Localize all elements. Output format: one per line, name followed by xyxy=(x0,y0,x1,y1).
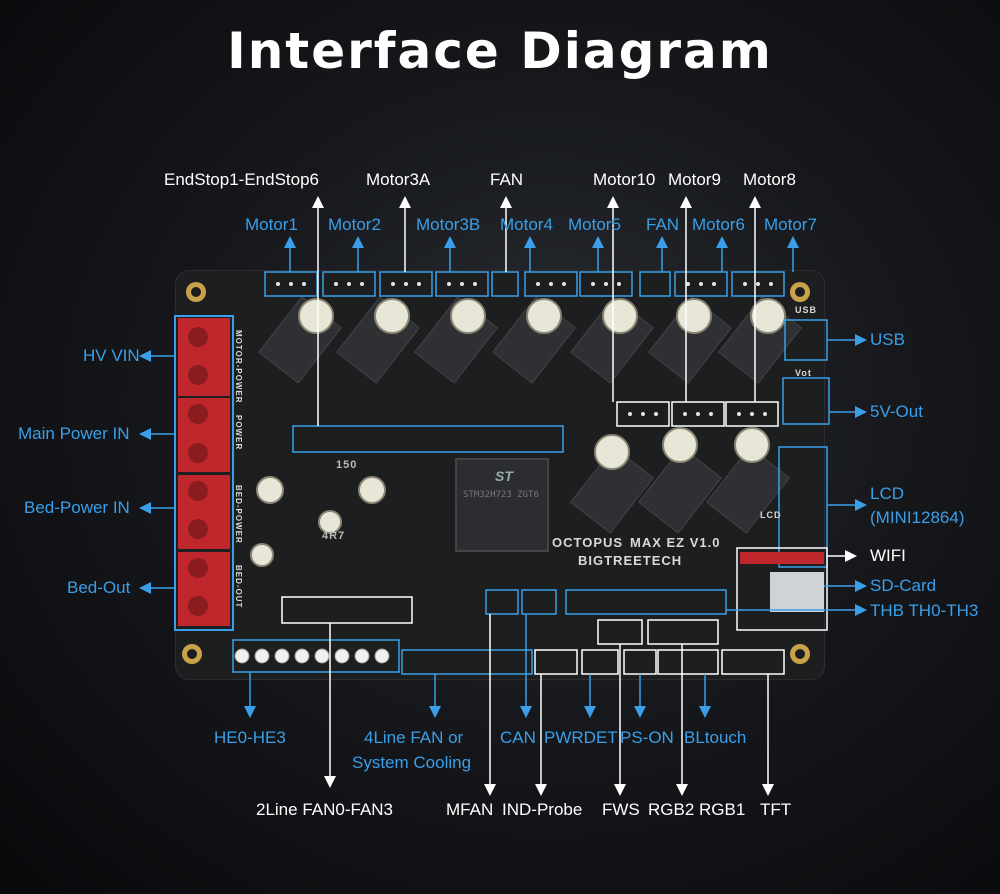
label-fan4-line1: 4Line FAN or xyxy=(364,728,464,747)
label-tft: TFT xyxy=(760,800,792,819)
label-he: HE0-HE3 xyxy=(214,728,286,747)
terminal-motor-power-label: MOTOR-POWER xyxy=(234,330,243,404)
terminal-bed-out-label: BED-OUT xyxy=(234,565,243,609)
label-mfan: MFAN xyxy=(446,800,494,819)
label-5v-out: 5V-Out xyxy=(870,402,923,421)
board-brand: OCTOPUS xyxy=(552,535,624,550)
lcd-silk: LCD xyxy=(760,510,782,520)
label-lcd-sub: (MINI12864) xyxy=(870,508,965,527)
terminal-bed-power-label: BED-POWER xyxy=(234,485,243,544)
vot-silk: Vot xyxy=(795,368,812,378)
label-usb: USB xyxy=(870,330,905,349)
label-hv-vin: HV VIN xyxy=(83,346,140,365)
label-can: CAN xyxy=(500,728,536,747)
terminal-power-label: POWER xyxy=(234,415,243,451)
label-motor2: Motor2 xyxy=(328,215,381,234)
label-2line-fan: 2Line FAN0-FAN3 xyxy=(256,800,394,819)
label-motor1: Motor1 xyxy=(245,215,298,234)
usb-silk: USB xyxy=(795,305,818,315)
label-motor9: Motor9 xyxy=(668,170,721,189)
label-pwrdet: PWRDET xyxy=(544,728,618,747)
label-motor5: Motor5 xyxy=(568,215,621,234)
inductor-4r7-marking: 4R7 xyxy=(322,530,346,542)
mcu-chip: ST STM32H723 ZGT6 xyxy=(455,458,549,552)
label-lcd: LCD xyxy=(870,484,905,503)
label-fan: FAN xyxy=(646,215,680,234)
label-fan-top: FAN xyxy=(490,170,524,189)
label-endstop: EndStop1-EndStop6 xyxy=(164,170,320,189)
label-ps-on: PS-ON xyxy=(620,728,674,747)
page-title: Interface Diagram xyxy=(227,22,773,80)
label-thb: THB TH0-TH3 xyxy=(870,601,979,620)
board-model: MAX EZ V1.0 xyxy=(630,535,721,550)
label-sd-card: SD-Card xyxy=(870,576,937,595)
label-fws: FWS xyxy=(602,800,640,819)
label-fan4-line2: System Cooling xyxy=(352,753,472,772)
label-rgb: RGB2 RGB1 xyxy=(648,800,746,819)
board-maker: BIGTREETECH xyxy=(578,553,683,568)
st-logo: ST xyxy=(495,468,513,484)
label-motor3a: Motor3A xyxy=(366,170,431,189)
label-bed-power: Bed-Power IN xyxy=(24,498,130,517)
cap-150-marking: 150 xyxy=(336,459,358,471)
mcu-marking: STM32H723 ZGT6 xyxy=(463,490,539,500)
label-ind-probe: IND-Probe xyxy=(502,800,583,819)
label-bed-out: Bed-Out xyxy=(67,578,131,597)
label-main-power: Main Power IN xyxy=(18,424,130,443)
label-motor7: Motor7 xyxy=(764,215,817,234)
label-motor8: Motor8 xyxy=(743,170,796,189)
label-motor3b: Motor3B xyxy=(416,215,481,234)
label-bltouch: BLtouch xyxy=(684,728,747,747)
label-motor10: Motor10 xyxy=(593,170,656,189)
label-wifi: WIFI xyxy=(870,546,906,565)
label-motor4: Motor4 xyxy=(500,215,553,234)
label-motor6: Motor6 xyxy=(692,215,745,234)
